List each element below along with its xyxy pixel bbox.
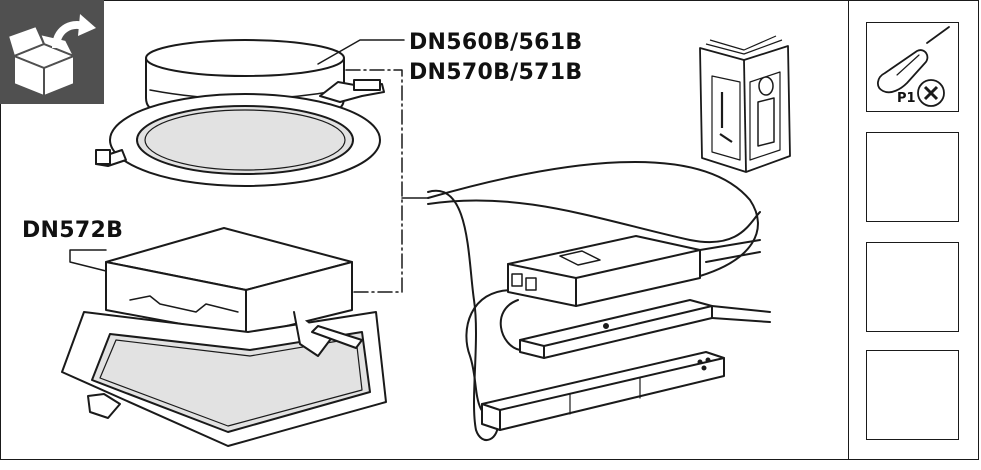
- square-spring-clip-left: [87, 393, 121, 419]
- tool-slot-empty-2: [866, 242, 959, 332]
- tool-slot-empty-1: [866, 132, 959, 222]
- box-unpack-icon: [0, 0, 104, 104]
- alternative-bracket: [345, 69, 403, 293]
- screwdriver-size-label: P1: [897, 91, 916, 106]
- battery-pack: [481, 351, 725, 431]
- screwdriver-icon: [877, 26, 950, 94]
- round-downlight-lens: [136, 105, 354, 175]
- phillips-head-icon: [917, 79, 945, 107]
- tool-slot-screwdriver: P1: [866, 22, 959, 112]
- cable: [427, 189, 500, 442]
- round-model-label-1: DN560B/561B: [409, 30, 583, 55]
- tool-slot-empty-3: [866, 350, 959, 440]
- round-downlight-top: [145, 39, 345, 77]
- square-model-label: DN572B: [22, 218, 124, 243]
- instruction-booklet-icon: [699, 35, 791, 173]
- side-panel-divider: [848, 0, 849, 460]
- round-model-label-2: DN570B/571B: [409, 60, 583, 85]
